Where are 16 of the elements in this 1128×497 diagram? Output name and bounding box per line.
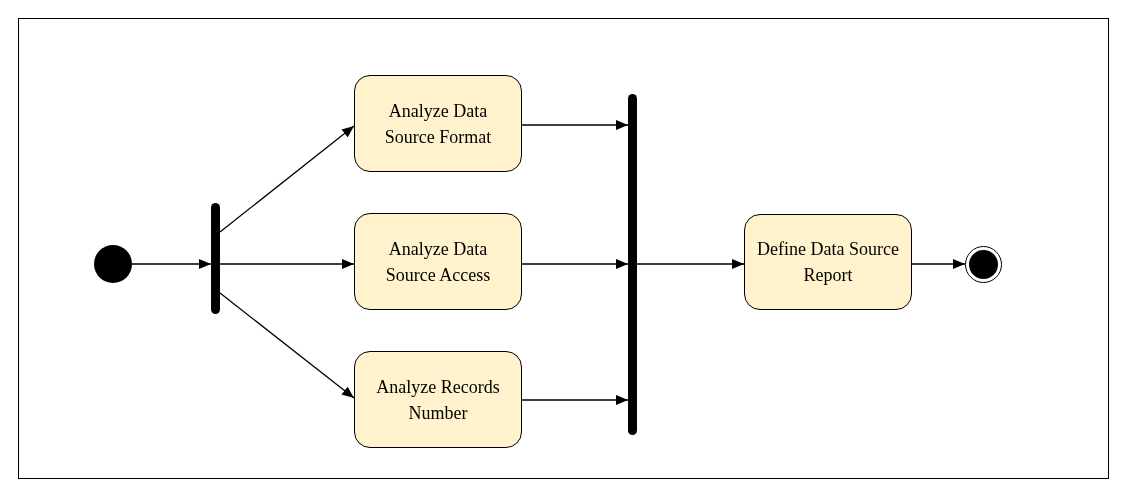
activity-box: Define Data Source Report [744,214,912,310]
sync-bar [211,203,220,314]
arrow [219,259,355,269]
arrow [219,292,355,399]
arrow [131,259,212,269]
activity-box: Analyze Records Number [354,351,522,448]
arrow [911,259,966,269]
arrow [636,259,745,269]
sync-bar [628,94,637,435]
activity-box: Analyze Data Source Format [354,75,522,172]
arrow [219,125,355,233]
arrow [521,395,629,405]
activity-box: Analyze Data Source Access [354,213,522,310]
start-node [94,245,132,283]
arrow [521,120,629,130]
arrow [521,259,629,269]
